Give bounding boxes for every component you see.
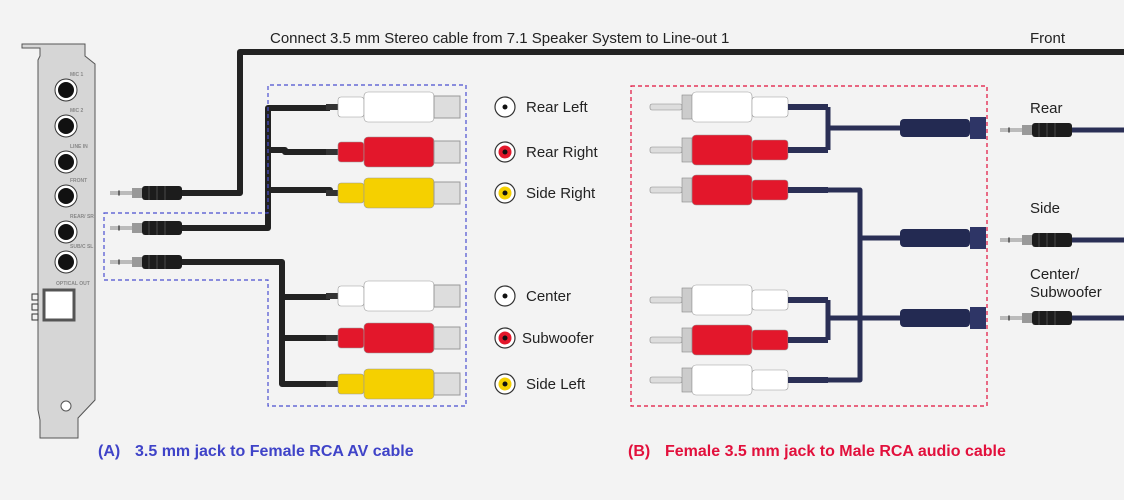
speaker-label-side: Side — [1030, 200, 1060, 217]
output-2: Side Right — [494, 182, 596, 204]
section-a-caption: 3.5 mm jack to Female RCA AV cable — [135, 443, 414, 460]
port-label: MIC 2 — [70, 108, 84, 114]
speaker-label-subwoofer: Subwoofer — [1030, 284, 1102, 301]
port-label: SUB/C SL — [70, 244, 93, 250]
section-a-letter: (A) — [98, 443, 120, 460]
output-label: Side Right — [526, 185, 596, 202]
section-a-box — [103, 84, 467, 407]
output-label: Side Left — [526, 376, 586, 393]
output-0: Rear Left — [494, 96, 589, 118]
male-rca-plug — [649, 134, 829, 166]
optical-port — [42, 288, 76, 322]
output-3: Center — [494, 285, 571, 307]
section-b-caption: Female 3.5 mm jack to Male RCA audio cab… — [665, 443, 1006, 460]
port-label: LINE IN — [70, 144, 88, 150]
top-caption: Connect 3.5 mm Stereo cable from 7.1 Spe… — [270, 30, 729, 47]
port-2: LINE IN — [54, 144, 88, 174]
male-rca-plug — [649, 91, 829, 123]
speaker-label-rear: Rear — [1030, 100, 1063, 117]
male-rca-plug — [649, 364, 829, 396]
output-4: Subwoofer — [494, 327, 594, 349]
front-jack-plug — [110, 186, 182, 200]
port-0: MIC 1 — [54, 72, 84, 102]
female-rca-connector — [325, 368, 461, 400]
port-1: MIC 2 — [54, 108, 84, 138]
output-5: Side Left — [494, 373, 586, 395]
port-label: FRONT — [70, 178, 87, 184]
side-speaker-plug — [1000, 233, 1072, 247]
output-label: Rear Right — [526, 144, 599, 161]
speaker-label-center: Center/ — [1030, 266, 1080, 283]
port-5: SUB/C SL — [54, 244, 93, 274]
front-cable — [180, 49, 1124, 196]
section-b-box — [630, 85, 988, 407]
sound-card: MIC 1 MIC 2 LINE IN FRONT REAR/ SR SUB/C SL O… — [21, 43, 96, 439]
female-rca-connector — [325, 136, 461, 168]
female-jack-center-sub — [900, 307, 986, 329]
section-a-cables — [180, 105, 333, 387]
output-1: Rear Right — [494, 141, 599, 163]
rear-jack-plug — [110, 221, 182, 235]
female-rca-connector — [325, 91, 461, 123]
section-b-letter: (B) — [628, 443, 650, 460]
female-jack-rear — [900, 117, 986, 139]
sub-jack-plug — [110, 255, 182, 269]
male-rca-plug — [649, 174, 829, 206]
optical-out-label: OPTICAL OUT — [56, 281, 90, 287]
male-rca-plug — [649, 324, 829, 356]
port-3: FRONT — [54, 178, 87, 208]
female-jack-side — [900, 227, 986, 249]
female-rca-connector — [325, 177, 461, 209]
section-b-cables — [825, 107, 900, 383]
rear-speaker-plug — [1000, 123, 1072, 137]
female-rca-connector — [325, 322, 461, 354]
center-sub-speaker-plug — [1000, 311, 1072, 325]
output-label: Rear Left — [526, 99, 589, 116]
male-rca-plug — [649, 284, 829, 316]
output-label: Subwoofer — [522, 330, 594, 347]
female-rca-connector — [325, 280, 461, 312]
port-label: REAR/ SR — [70, 214, 94, 220]
output-label: Center — [526, 288, 571, 305]
speaker-label-front: Front — [1030, 30, 1066, 47]
port-4: REAR/ SR — [54, 214, 94, 244]
port-label: MIC 1 — [70, 72, 84, 78]
